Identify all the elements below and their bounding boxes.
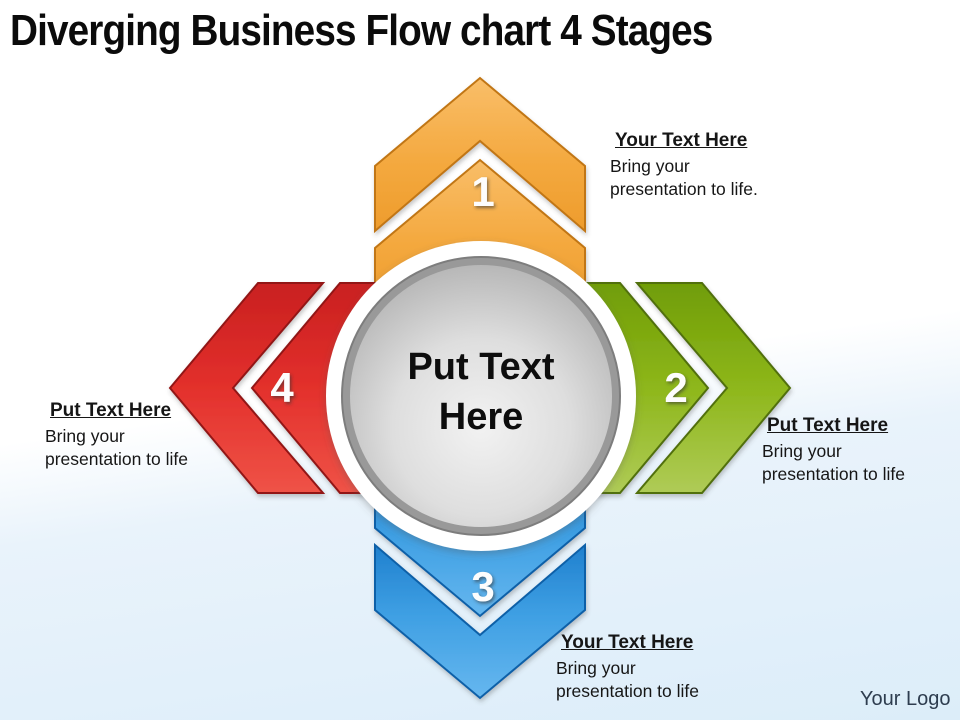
stage-arrow-right-head-shape — [634, 282, 792, 494]
center-circle-face — [350, 265, 612, 527]
stage-2-caption-title: Put Text Here — [767, 415, 889, 436]
center-circle[interactable] — [326, 241, 636, 551]
stage-3-caption-body: Bring your presentation to life — [556, 658, 700, 702]
stage-1-caption-title: Your Text Here — [615, 130, 748, 151]
stage-number-1: 1 — [471, 168, 494, 215]
slide-title[interactable]: Diverging Business Flow chart 4 Stages — [10, 6, 713, 55]
stage-4-caption[interactable]: Put Text Here Bring your presentation to… — [45, 400, 240, 471]
stage-arrow-left-head-shape — [168, 282, 326, 494]
stage-2-caption[interactable]: Put Text Here Bring your presentation to… — [762, 415, 942, 486]
stage-arrow-top-head-shape — [374, 76, 586, 234]
stage-3-caption[interactable]: Your Text Here Bring your presentation t… — [556, 632, 746, 703]
stage-number-3: 3 — [471, 563, 494, 610]
stage-3-caption-title: Your Text Here — [561, 632, 694, 653]
stage-4-caption-title: Put Text Here — [50, 400, 172, 421]
stage-arrow-bottom-head-shape — [374, 542, 586, 700]
stage-1-caption-body: Bring your presentation to life. — [610, 156, 758, 200]
stage-1-caption[interactable]: Your Text Here Bring your presentation t… — [610, 130, 785, 201]
stage-number-2: 2 — [664, 364, 687, 411]
stage-4-caption-body: Bring your presentation to life — [45, 426, 189, 470]
stage-2-caption-body: Bring your presentation to life — [762, 441, 906, 485]
center-text-placeholder[interactable]: Put Text Here — [407, 346, 555, 439]
logo-placeholder[interactable]: Your Logo — [860, 688, 951, 710]
stage-number-4: 4 — [270, 364, 294, 411]
